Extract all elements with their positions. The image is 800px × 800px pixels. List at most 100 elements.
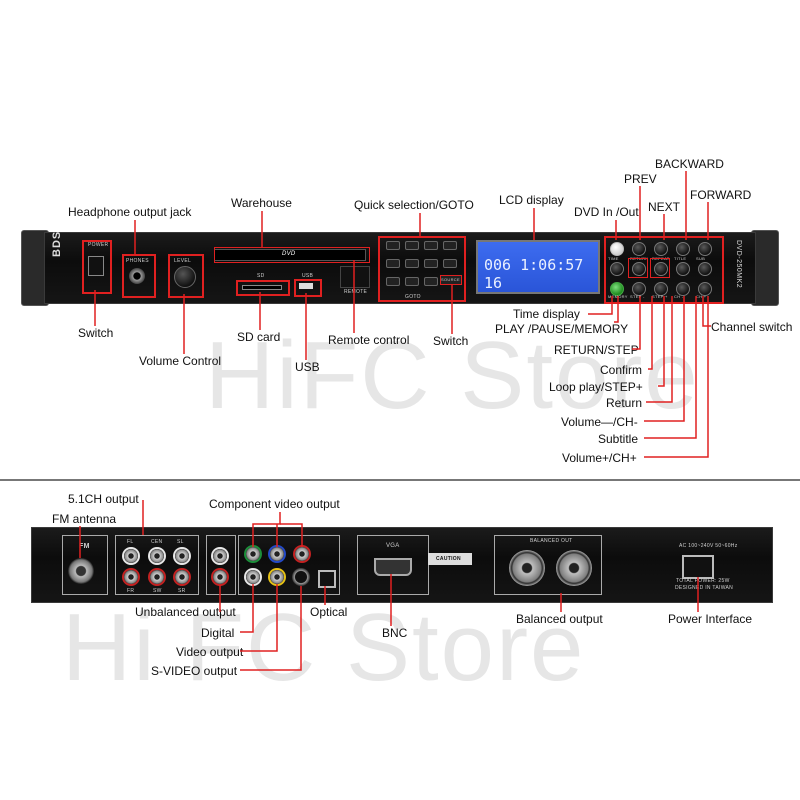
- label-optical: Optical: [310, 605, 348, 619]
- line-time-display: [588, 296, 613, 315]
- xlr-right-jack[interactable]: [509, 550, 545, 586]
- video-jack[interactable]: [270, 570, 284, 584]
- usb-port[interactable]: [299, 283, 313, 289]
- label-switch: Switch: [78, 326, 114, 340]
- balanced-silk: BALANCED OUT: [530, 538, 573, 544]
- label-volume-control: Volume Control: [139, 354, 222, 368]
- sd-box: [236, 280, 290, 296]
- numpad-key[interactable]: [386, 241, 400, 250]
- control-button[interactable]: [698, 262, 712, 276]
- coaxial-jack[interactable]: [246, 570, 260, 584]
- watermark-top: HiFC Store: [205, 322, 700, 429]
- control-button[interactable]: [654, 262, 668, 276]
- numpad-key[interactable]: [443, 259, 457, 268]
- total-power-silk: TOTAL POWER: 25W: [676, 578, 730, 584]
- sr-jack[interactable]: [175, 570, 189, 584]
- svideo-jack[interactable]: [292, 568, 310, 586]
- control-button[interactable]: [632, 242, 646, 256]
- cluster-silk-bottom: CH -: [674, 294, 684, 299]
- numpad-key[interactable]: [386, 277, 400, 286]
- label-prev: PREV: [624, 172, 657, 186]
- watermark-bottom: Hi FC Store: [62, 594, 586, 701]
- y-jack[interactable]: [246, 547, 260, 561]
- cluster-silk-bottom: CH +: [696, 294, 707, 299]
- control-button[interactable]: [632, 282, 646, 296]
- xlr-left-jack[interactable]: [556, 550, 592, 586]
- label-balanced: Balanced output: [516, 612, 603, 626]
- highlight-box: [650, 258, 670, 278]
- cluster-silk-top: TITLE: [674, 256, 687, 261]
- numpad-key[interactable]: [424, 241, 438, 250]
- line-component-c: [280, 523, 303, 547]
- tray-box: [214, 247, 370, 263]
- label-subtitle: Subtitle: [598, 432, 639, 446]
- numpad-key[interactable]: [405, 277, 419, 286]
- label-dvd-in-out: DVD In /Out: [574, 205, 639, 219]
- line-video-output: [240, 584, 278, 652]
- vga-box: [357, 535, 429, 595]
- label-backward: BACKWARD: [655, 157, 724, 171]
- numpad-key[interactable]: [424, 277, 438, 286]
- optical-jack[interactable]: [318, 570, 336, 588]
- fl-jack[interactable]: [124, 549, 138, 563]
- control-button[interactable]: [610, 262, 624, 276]
- source-silk: SOURCE: [441, 277, 460, 282]
- numpad-key[interactable]: [386, 259, 400, 268]
- phones-box: [122, 254, 156, 298]
- ch51-box: [115, 535, 199, 595]
- video-box: [238, 535, 340, 595]
- section-divider: [0, 479, 800, 481]
- power-switch[interactable]: [88, 256, 104, 276]
- fm-antenna-jack[interactable]: [68, 558, 94, 584]
- source-button[interactable]: [440, 275, 462, 285]
- sw-silk: SW: [153, 588, 162, 594]
- pb-jack[interactable]: [270, 547, 284, 561]
- fr-silk: FR: [127, 588, 135, 594]
- vga-port[interactable]: [374, 558, 412, 576]
- cen-silk: CEN: [151, 539, 163, 545]
- control-button[interactable]: [698, 282, 712, 296]
- unbal-l-jack[interactable]: [213, 549, 227, 563]
- numpad-key[interactable]: [424, 259, 438, 268]
- line-subtitle: [644, 296, 697, 439]
- unbal-r-jack[interactable]: [213, 570, 227, 584]
- control-button[interactable]: [632, 262, 646, 276]
- control-button[interactable]: [610, 242, 624, 256]
- control-button[interactable]: [654, 282, 668, 296]
- volume-knob[interactable]: [174, 266, 196, 288]
- line-loop-play: [658, 296, 665, 387]
- control-button[interactable]: [654, 242, 668, 256]
- numpad-key[interactable]: [443, 241, 457, 250]
- line-component: [252, 512, 281, 547]
- cluster-silk-top: SUB: [696, 256, 706, 261]
- sw-jack[interactable]: [150, 570, 164, 584]
- control-button[interactable]: [676, 242, 690, 256]
- highlight-box: [628, 258, 648, 278]
- sl-jack[interactable]: [175, 549, 189, 563]
- control-button[interactable]: [676, 282, 690, 296]
- label-volume-ch-plus: Volume+/CH+: [562, 451, 637, 465]
- cen-jack[interactable]: [150, 549, 164, 563]
- control-button[interactable]: [610, 282, 624, 296]
- control-button[interactable]: [676, 262, 690, 276]
- label-return-step: RETURN/STEP: [554, 343, 639, 357]
- lcd-text: 006 1:06:57 16: [484, 256, 584, 292]
- vga-silk: VGA: [386, 543, 400, 549]
- label-power-interface: Power Interface: [668, 612, 753, 626]
- numpad-key[interactable]: [405, 241, 419, 250]
- label-unbalanced: Unbalanced output: [135, 605, 236, 619]
- pr-jack[interactable]: [295, 547, 309, 561]
- fm-box: [62, 535, 108, 595]
- label-digital: Digital: [201, 626, 235, 640]
- cluster-silk-top: TIME: [608, 256, 619, 261]
- sd-card-slot[interactable]: [242, 285, 282, 290]
- label-lcd: LCD display: [499, 193, 564, 207]
- control-button[interactable]: [698, 242, 712, 256]
- disc-label: DVD: [282, 251, 296, 257]
- fr-jack[interactable]: [124, 570, 138, 584]
- label-remote: Remote control: [328, 333, 410, 347]
- line-digital: [240, 584, 254, 633]
- line-play-pause: [614, 296, 619, 323]
- phones-jack[interactable]: [129, 268, 145, 284]
- numpad-key[interactable]: [405, 259, 419, 268]
